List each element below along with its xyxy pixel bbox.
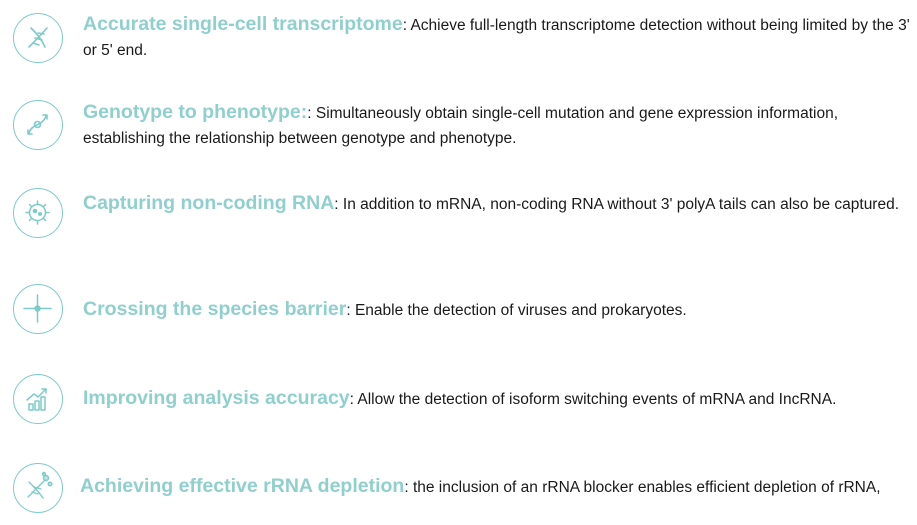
rna-depletion-icon [13,463,63,513]
feature-heading: Achieving effective rRNA depletion [80,475,405,497]
feature-heading: Genotype to phenotype: [83,101,308,123]
feature-description: : Enable the detection of viruses and pr… [346,302,687,319]
feature-description: : the inclusion of an rRNA blocker enabl… [404,479,881,496]
feature-heading: Capturing non-coding RNA [83,192,335,214]
feature-description: : Simultaneously obtain single-cell muta… [83,105,838,147]
feature-heading: Improving analysis accuracy [83,387,350,409]
feature-description: : Achieve full-length transcriptome dete… [83,17,910,59]
feature-heading: Crossing the species barrier [83,298,347,320]
virus-icon [13,188,63,238]
growth-chart-icon [13,374,63,424]
feature-description: : In addition to mRNA, non-coding RNA wi… [334,196,900,213]
dna-icon [13,13,63,63]
crosshair-icon [13,284,63,334]
genotype-phenotype-icon [13,100,63,150]
feature-heading: Accurate single-cell transcriptome [83,13,403,35]
feature-description: : Allow the detection of isoform switchi… [349,391,837,408]
